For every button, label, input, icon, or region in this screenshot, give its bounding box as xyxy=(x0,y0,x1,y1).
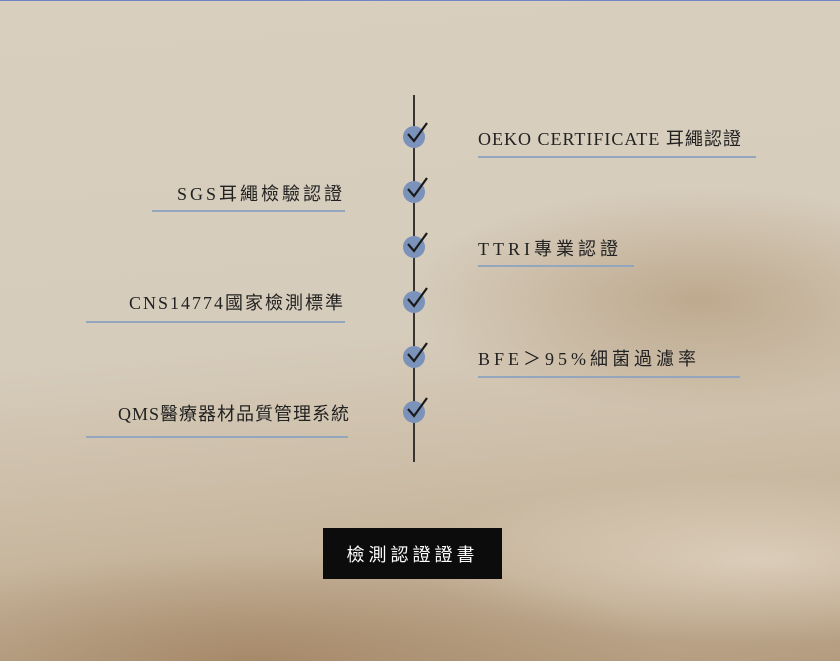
top-border xyxy=(0,0,840,1)
underline xyxy=(152,210,345,212)
timeline-line xyxy=(413,95,415,462)
check-icon xyxy=(403,122,428,148)
underline xyxy=(478,156,756,158)
check-icon xyxy=(403,232,428,258)
underline xyxy=(478,376,740,378)
certificates-button[interactable]: 檢測認證證書 xyxy=(323,528,502,579)
cert-qms: QMS醫療器材品質管理系統 xyxy=(117,404,350,424)
check-icon xyxy=(403,342,428,368)
underline xyxy=(86,436,348,438)
cert-cns: CNS14774國家檢測標準 xyxy=(128,293,345,313)
underline xyxy=(86,321,345,323)
check-icon xyxy=(403,397,428,423)
cert-oeko: OEKO CERTIFICATE 耳繩認證 xyxy=(478,129,742,149)
check-icon xyxy=(403,287,428,313)
check-icon xyxy=(403,177,428,203)
cert-bfe: BFE＞95%細菌過濾率 xyxy=(478,349,701,369)
cert-ttri: TTRI專業認證 xyxy=(478,239,622,259)
cert-sgs: SGS耳繩檢驗認證 xyxy=(176,184,345,204)
underline xyxy=(478,265,634,267)
